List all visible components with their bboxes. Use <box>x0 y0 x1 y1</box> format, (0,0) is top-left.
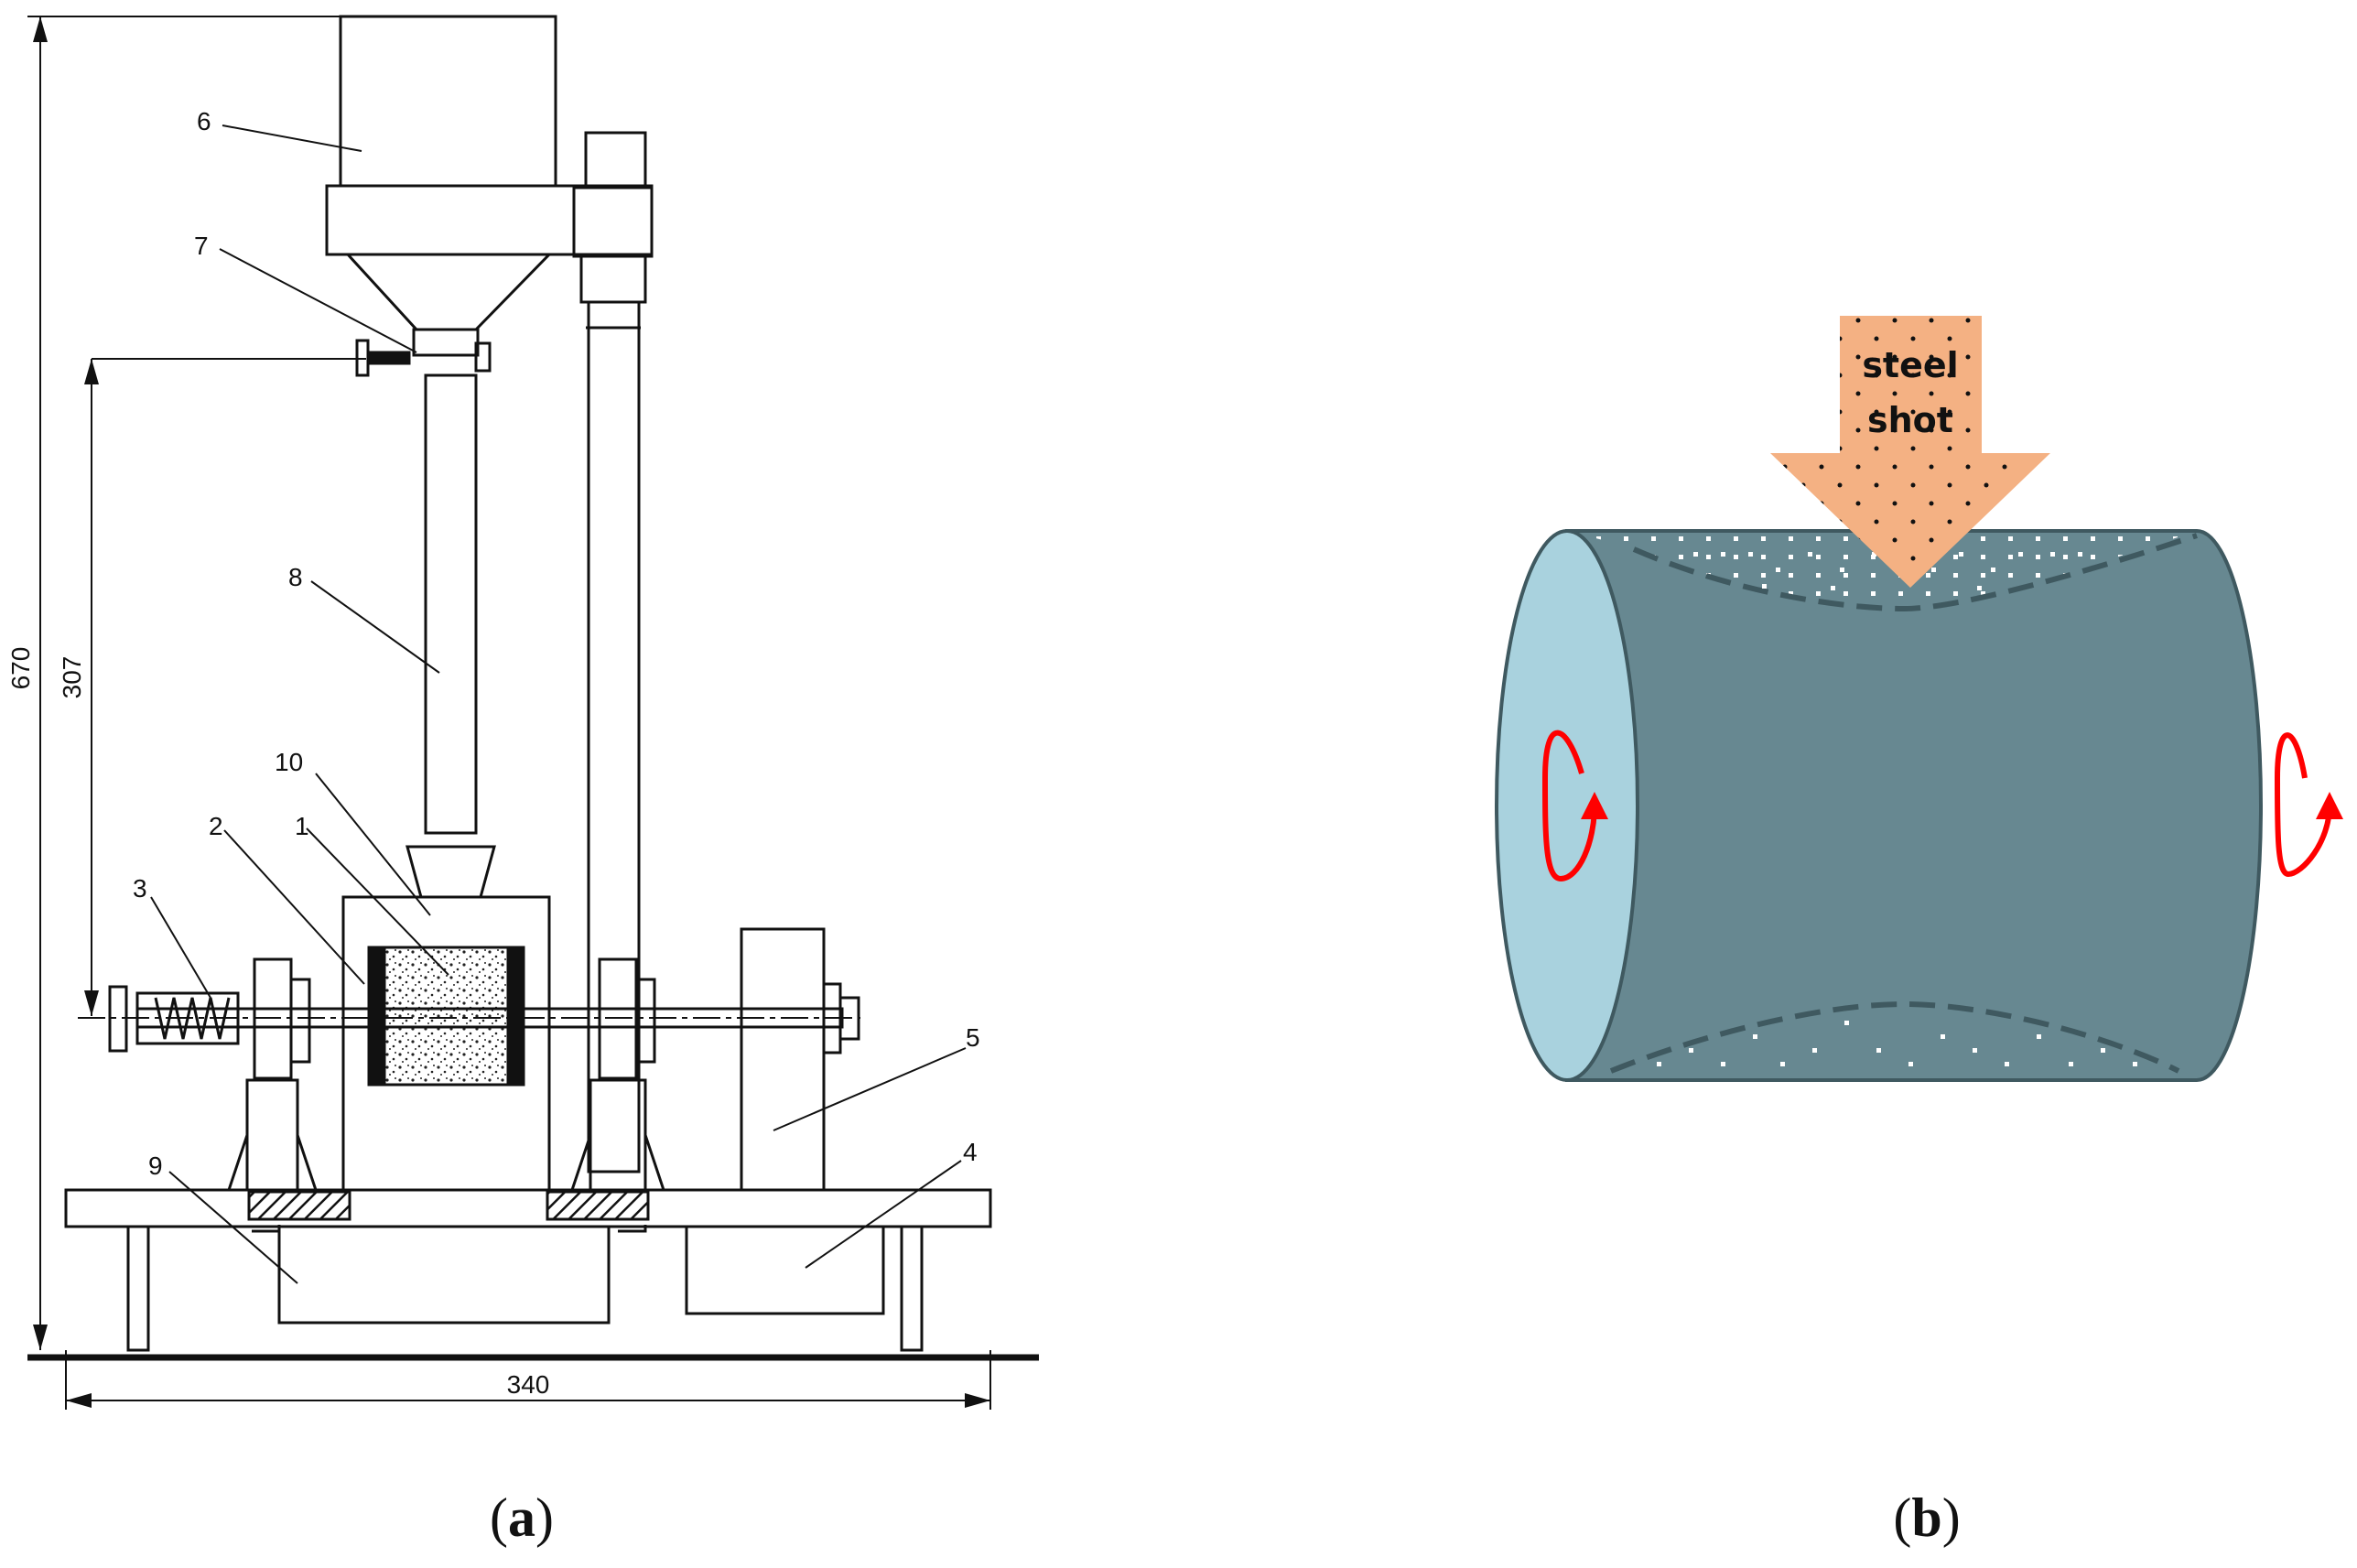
control-box <box>685 1225 885 1315</box>
rotation-arrow-left <box>1541 730 1608 882</box>
impact-zone-top-edge <box>1632 533 2198 612</box>
label-1: 1 <box>295 812 309 840</box>
specimen <box>367 946 525 1087</box>
panel-a-apparatus <box>27 15 1039 1410</box>
panel-b-drum <box>1495 529 2263 1082</box>
spring-assembly <box>108 985 240 1053</box>
impact-zone-top <box>1567 531 2197 611</box>
leader-lines <box>150 124 967 1284</box>
seal-left <box>247 1190 351 1221</box>
base-plate <box>64 1188 992 1228</box>
label-6: 6 <box>197 107 211 135</box>
motor <box>740 927 860 1192</box>
label-4: 4 <box>963 1138 978 1166</box>
drum-end-face <box>1495 529 1639 1082</box>
label-2: 2 <box>209 812 223 840</box>
collector <box>252 1225 647 1325</box>
hopper <box>325 15 654 377</box>
caption-a: (a) <box>490 1487 554 1548</box>
shot-marks-bottom <box>1657 1021 2137 1066</box>
dimension-307 <box>84 358 366 1016</box>
rotation-arrow-right <box>2274 732 2343 878</box>
label-9: 9 <box>148 1152 163 1180</box>
steel-shot-arrow <box>1770 316 2050 588</box>
steel-shot-text-line2: shot <box>1867 400 1953 440</box>
dimension-label-340: 340 <box>507 1370 550 1399</box>
impact-zone-bottom-edge <box>1609 1000 2180 1074</box>
drum-body <box>1565 529 2263 1082</box>
dimension-label-307: 307 <box>58 656 86 699</box>
label-7: 7 <box>194 232 209 260</box>
feed-tube <box>424 373 478 835</box>
dimension-label-670: 670 <box>6 647 35 690</box>
label-3: 3 <box>133 874 147 903</box>
return-column <box>572 131 654 1173</box>
label-5: 5 <box>966 1023 980 1052</box>
caption-b: (b) <box>1893 1487 1960 1548</box>
right-bearing <box>569 957 666 1192</box>
steel-shot-text-line1: steel <box>1862 345 1958 385</box>
label-8: 8 <box>288 563 303 591</box>
left-bearing <box>226 957 319 1192</box>
dimension-340 <box>65 1350 991 1410</box>
label-10: 10 <box>275 748 303 776</box>
shot-marks-top <box>1693 552 2082 590</box>
seal-right <box>546 1190 650 1221</box>
